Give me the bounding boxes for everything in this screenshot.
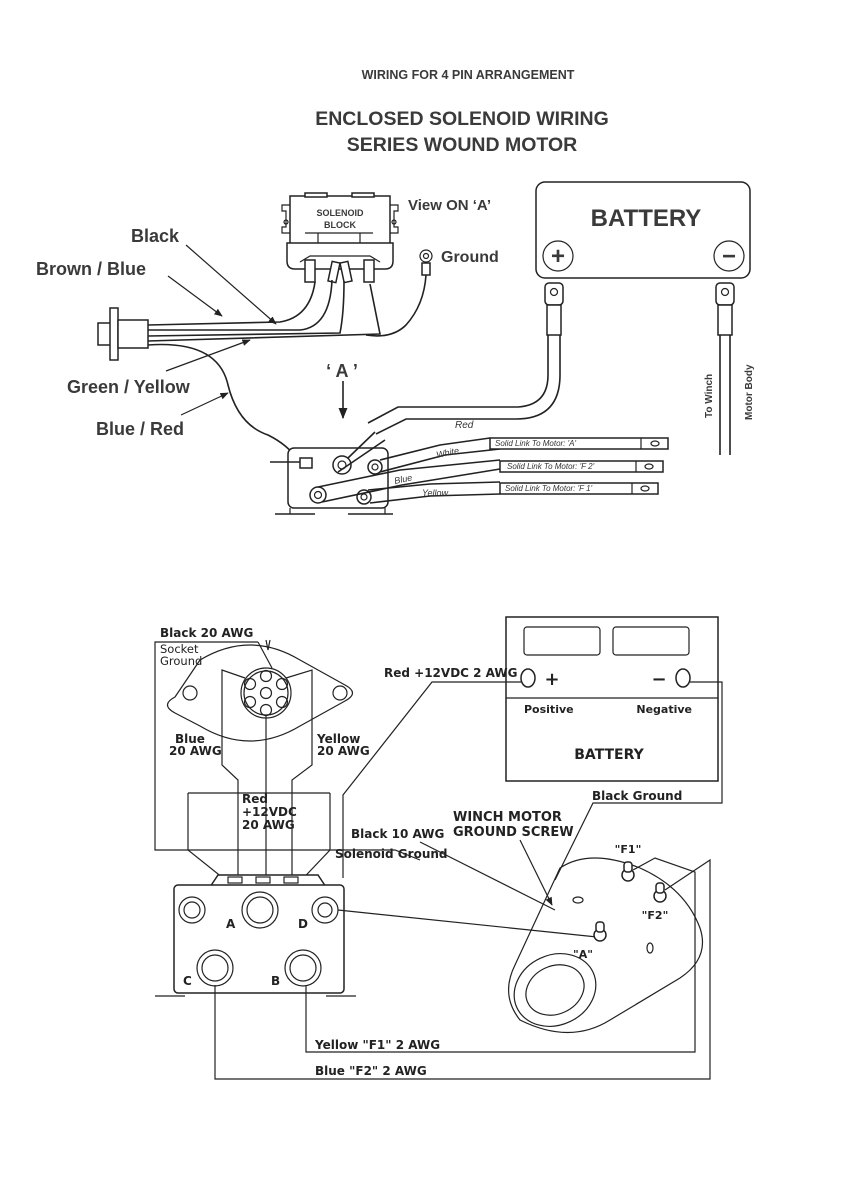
bottom-diagram: Black 20 AWG Socket Ground Blue 20 AWG Y… (154, 616, 723, 1080)
minus-symbol: − (651, 669, 666, 690)
plug-connector (97, 307, 149, 361)
socket-ground-label-1: Socket (160, 642, 199, 656)
link-a-label: Solid Link To Motor: 'A' (495, 439, 576, 448)
red-12vdc-2awg-label: Red +12VDC 2 AWG (384, 666, 518, 680)
green-yellow-wire-label: Green / Yellow (67, 377, 191, 397)
yellow-cable-label: Yellow (422, 488, 449, 498)
black-wire-label: Black (131, 226, 180, 246)
plus-symbol: + (544, 669, 559, 690)
link-f2: Solid Link To Motor: 'F 2' (499, 460, 664, 473)
red-12vdc-label-1: Red (242, 792, 268, 806)
terminal-c-label: C (183, 974, 192, 988)
ground-lug-icon (419, 249, 433, 263)
black-10awg-label: Black 10 AWG (351, 827, 444, 841)
title-line-2: SERIES WOUND MOTOR (347, 134, 577, 156)
motor-f1-label: "F1" (615, 843, 642, 856)
top-diagram: WIRING FOR 4 PIN ARRANGEMENT ENCLOSED SO… (36, 68, 755, 515)
minus-symbol: − (722, 243, 736, 270)
solenoid-label-1: SOLENOID (316, 208, 364, 218)
solenoid-side-view (270, 431, 501, 515)
blue-cable-label: Blue (393, 472, 413, 486)
yellow-20awg-label-2: 20 AWG (317, 744, 370, 758)
blue-red-wire-label: Blue / Red (96, 419, 184, 439)
title-line-1: ENCLOSED SOLENOID WIRING (315, 108, 609, 130)
battery-label: BATTERY (574, 747, 644, 763)
terminal-b-label: B (271, 974, 280, 988)
yellow-20awg-label-1: Yellow (316, 732, 360, 746)
blue-f2-label: Blue "F2" 2 AWG (315, 1064, 427, 1078)
terminal-d-label: D (298, 917, 308, 931)
ground-label: Ground (441, 249, 499, 266)
plus-symbol: + (551, 243, 565, 270)
motor-a-label: "A" (573, 948, 593, 961)
positive-label: Positive (524, 703, 574, 716)
blue-20awg-label-1: Blue (175, 732, 205, 746)
motor-f2-label: "F2" (642, 909, 669, 922)
winch-motor: "F1" "F2" "A" (508, 843, 704, 1034)
solenoid-label-2: BLOCK (324, 220, 356, 230)
link-f1-label: Solid Link To Motor: 'F 1' (505, 484, 593, 493)
link-a: Solid Link To Motor: 'A' (489, 437, 669, 450)
header-text: WIRING FOR 4 PIN ARRANGEMENT (362, 68, 575, 82)
to-winch-label: To Winch (704, 374, 715, 418)
positive-post-icon (520, 668, 536, 688)
battery-label: BATTERY (591, 205, 702, 232)
winch-motor-label-1: WINCH MOTOR (453, 810, 562, 825)
negative-terminal-icon (713, 240, 745, 272)
red-12vdc-label-2: +12VDC (242, 805, 297, 819)
yellow-f1-label: Yellow "F1" 2 AWG (314, 1038, 440, 1052)
red-12vdc-label-3: 20 AWG (242, 818, 295, 832)
solenoid-ground-label: Solenoid Ground (335, 847, 448, 861)
motor-body-label: Motor Body (744, 364, 755, 420)
negative-post-icon (675, 668, 691, 688)
view-a-marker: ‘ A ’ (326, 361, 358, 381)
black-ground-label: Black Ground (592, 789, 682, 803)
winch-motor-label-2: GROUND SCREW (453, 825, 574, 840)
terminal-a-label: A (226, 917, 236, 931)
negative-label: Negative (636, 703, 692, 716)
view-on-a-label: View ON ‘A’ (408, 197, 491, 214)
battery-top: BATTERY + − (535, 181, 751, 279)
battery-bottom: + − Positive Negative BATTERY (505, 616, 719, 782)
link-f2-label: Solid Link To Motor: 'F 2' (507, 462, 595, 471)
red-cable-label: Red (455, 420, 474, 431)
white-cable-label: White (435, 445, 460, 460)
solenoid-front: A D C B (155, 874, 356, 997)
blue-20awg-label-2: 20 AWG (169, 744, 222, 758)
socket-ground-label-2: Ground (160, 654, 202, 668)
link-f1: Solid Link To Motor: 'F 1' (499, 482, 659, 495)
solenoid-block: SOLENOID BLOCK (281, 192, 399, 284)
positive-terminal-icon (542, 240, 574, 272)
black-20awg-label: Black 20 AWG (160, 626, 253, 640)
brown-blue-wire-label: Brown / Blue (36, 259, 146, 279)
